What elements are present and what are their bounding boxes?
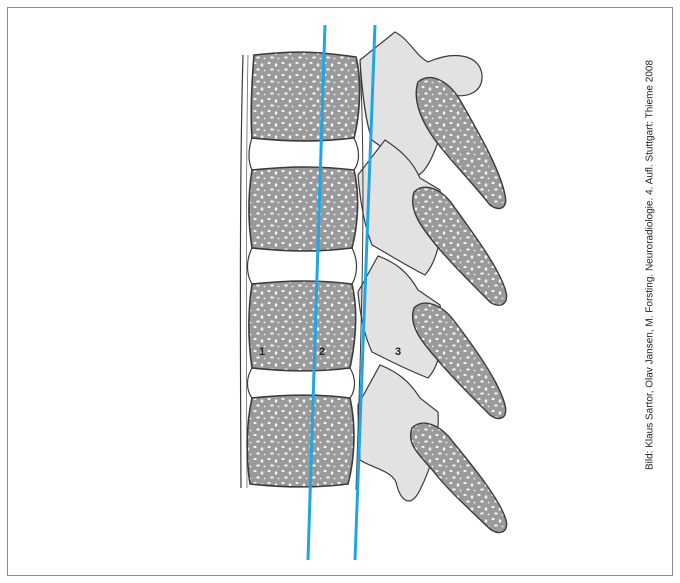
disc-2 xyxy=(248,248,357,284)
vertebral-body-4 xyxy=(247,395,354,487)
zone-label-2: 2 xyxy=(319,346,325,358)
disc-1 xyxy=(249,138,359,170)
zone-label-1: 1 xyxy=(259,346,265,358)
vertebral-body-1 xyxy=(251,52,359,141)
anterior-ligament xyxy=(240,55,243,488)
zone-label-3: 3 xyxy=(395,346,401,358)
vertebral-body-2 xyxy=(249,167,358,251)
image-credit: Bild: Klaus Sartor, Olav Jansen, M. Fors… xyxy=(640,30,660,500)
credit-text: Bild: Klaus Sartor, Olav Jansen, M. Fors… xyxy=(645,60,656,470)
disc-3 xyxy=(248,368,355,398)
